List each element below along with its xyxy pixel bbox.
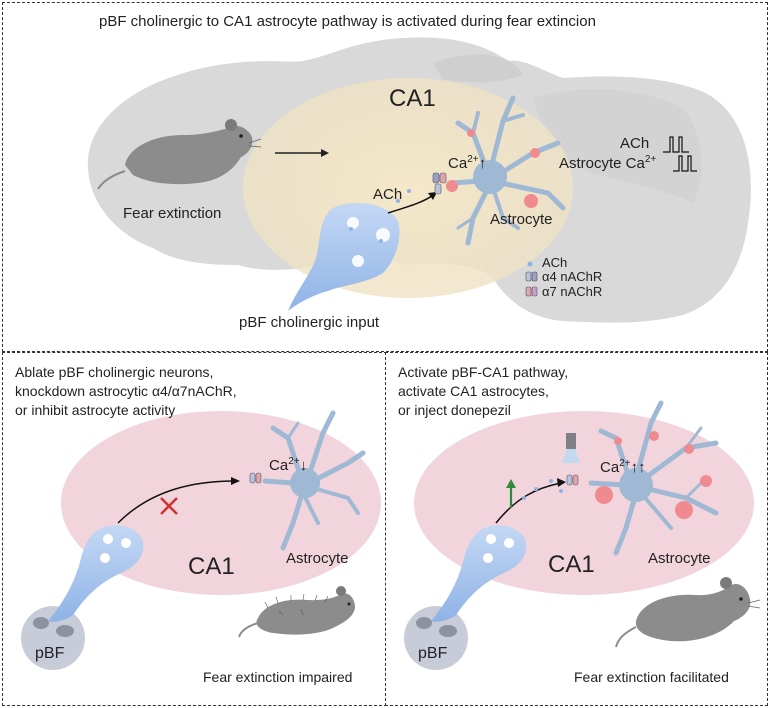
pbf-label: pBF xyxy=(35,645,65,662)
pbf-input-label: pBF cholinergic input xyxy=(239,314,380,331)
br-caption-line-1: Activate pBF-CA1 pathway, xyxy=(398,364,569,380)
cholinergic-neuron xyxy=(288,202,400,311)
ach-trace xyxy=(663,136,689,153)
impaired-mouse-icon xyxy=(238,586,355,638)
bottom-left-panel: Ablate pBF cholinergic neurons, knockdow… xyxy=(2,352,387,706)
trace-ach-label: ACh xyxy=(620,135,650,152)
legend-ach: ACh xyxy=(542,255,568,270)
ca1-label: CA1 xyxy=(188,553,235,580)
bottom-right-illustration xyxy=(404,400,754,670)
block-x-icon xyxy=(160,497,178,515)
bottom-left-illustration xyxy=(21,410,381,670)
astrocyte-label: Astrocyte xyxy=(286,550,349,567)
br-caption-line-3: or inject donepezil xyxy=(398,402,511,418)
cholinergic-neuron xyxy=(48,525,144,622)
astrocyte-label: Astrocyte xyxy=(490,211,553,228)
mouse-icon xyxy=(97,119,262,190)
cholinergic-neuron xyxy=(431,525,527,622)
bl-caption-line-2: knockdown astrocytic α4/α7nAChR, xyxy=(15,383,237,399)
calcium-trace xyxy=(673,155,697,172)
ach-label: ACh xyxy=(373,186,403,203)
ca1-label: CA1 xyxy=(389,85,436,112)
bottom-right-panel: Activate pBF-CA1 pathway, activate CA1 a… xyxy=(385,352,768,706)
alpha7-receptor-icon xyxy=(525,286,538,297)
alpha4-receptor-icon xyxy=(525,271,538,282)
calcium-label: Ca2+↑↑ xyxy=(600,458,646,477)
calcium-label: Ca2+↓ xyxy=(269,456,308,475)
top-title: pBF cholinergic to CA1 astrocyte pathway… xyxy=(99,13,596,30)
outcome-label: Fear extinction impaired xyxy=(203,669,353,685)
calcium-label: Ca2+↑ xyxy=(448,154,487,173)
optogenetic-probe-icon xyxy=(562,433,580,463)
top-panel: pBF cholinergic to CA1 astrocyte pathway… xyxy=(2,2,768,352)
fear-extinction-label: Fear extinction xyxy=(123,205,222,222)
astrocyte-label: Astrocyte xyxy=(648,550,711,567)
bl-caption-line-1: Ablate pBF cholinergic neurons, xyxy=(15,364,214,380)
astrocyte-cell xyxy=(262,410,366,551)
active-pathway-arrow xyxy=(495,482,562,524)
ach-dot-icon xyxy=(527,261,533,267)
pbf-label: pBF xyxy=(418,645,448,662)
br-caption-line-2: activate CA1 astrocytes, xyxy=(398,383,549,399)
trace-calcium-label: Astrocyte Ca2+ xyxy=(559,154,657,173)
outcome-label: Fear extinction facilitated xyxy=(574,669,729,685)
blocked-pathway-arrow xyxy=(117,480,236,524)
green-up-arrow-icon xyxy=(506,479,516,508)
facilitated-mouse-icon xyxy=(615,577,761,648)
legend-alpha4: α4 nAChR xyxy=(542,269,603,284)
legend-alpha7: α7 nAChR xyxy=(542,284,603,299)
ca1-label: CA1 xyxy=(548,551,595,578)
bl-caption-line-3: or inhibit astrocyte activity xyxy=(15,402,176,418)
ach-release-arrow xyxy=(387,194,434,214)
top-panel-illustration xyxy=(87,37,751,323)
